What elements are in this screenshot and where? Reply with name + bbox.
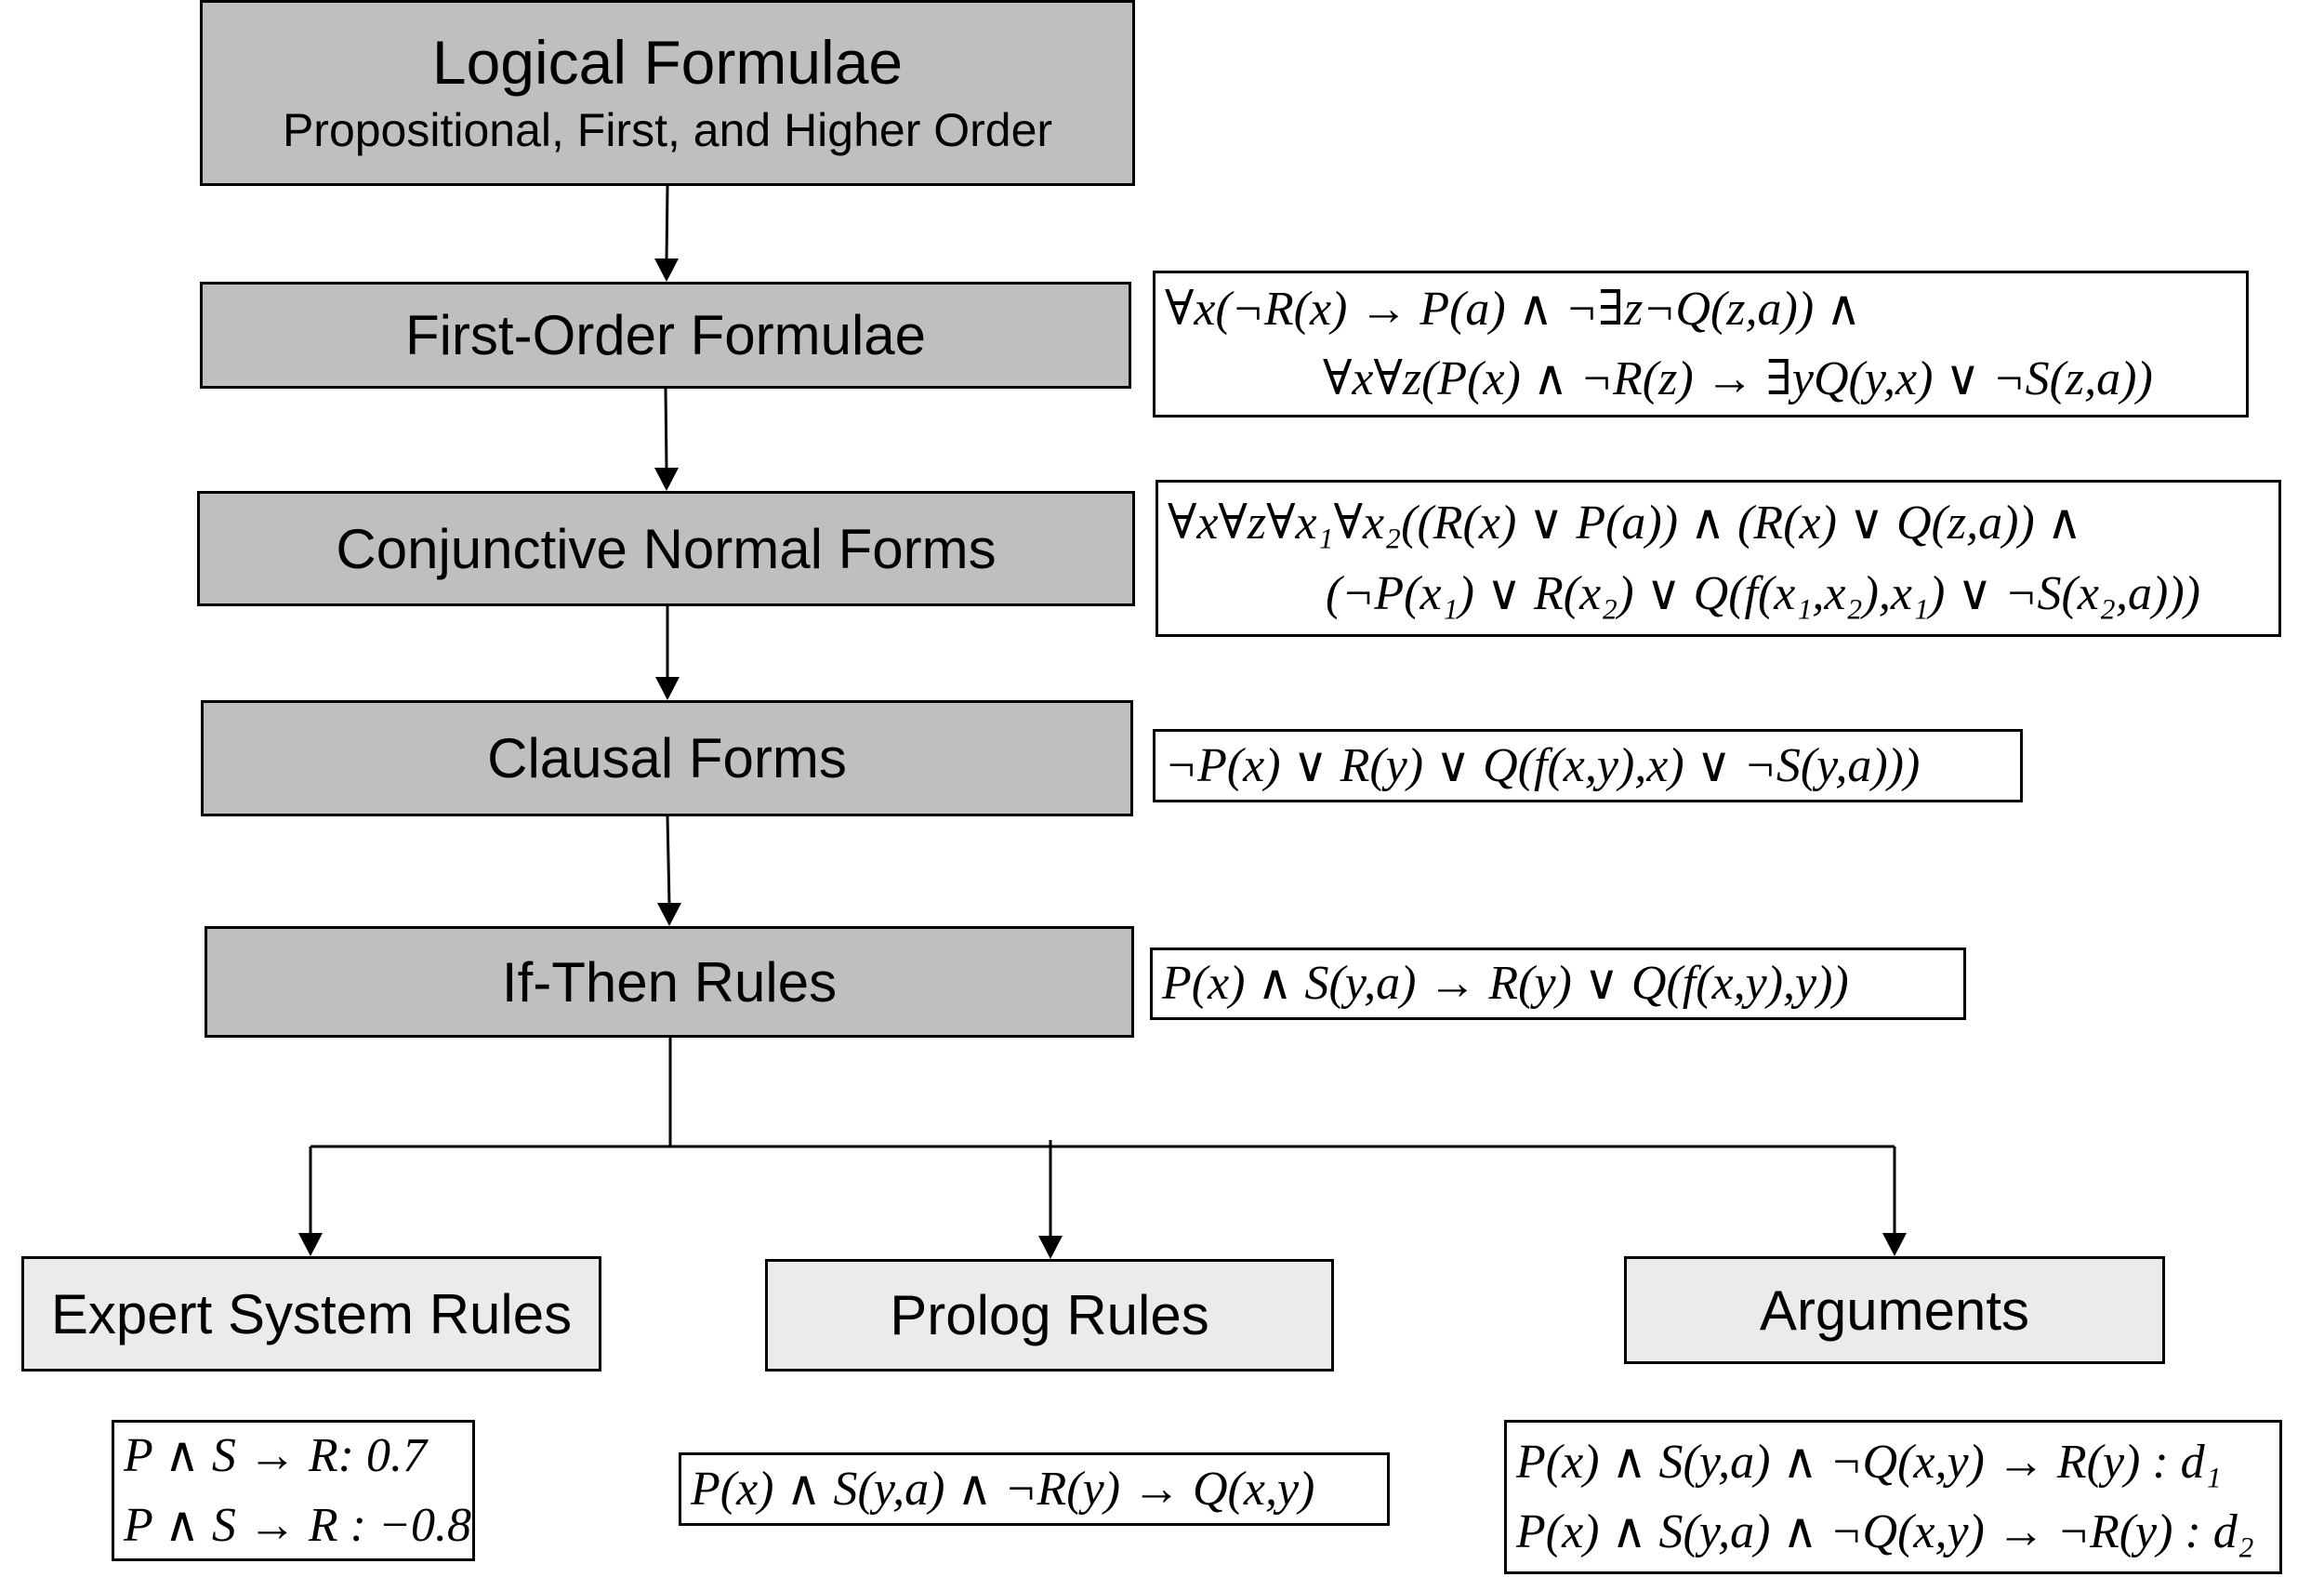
- arrowhead-first-order: [654, 258, 679, 282]
- node-if-then-label: If-Then Rules: [501, 950, 838, 1014]
- formula-prolog: P(x) ∧ S(y,a) ∧ ¬R(y) → Q(x,y): [679, 1452, 1390, 1526]
- formula-first-order: ∀x(¬R(x) → P(a) ∧ ¬∃z¬Q(z,a)) ∧ ∀x∀z(P(x…: [1153, 271, 2249, 417]
- node-clausal-forms: Clausal Forms: [201, 700, 1133, 816]
- formula-cnf-line2: (¬P(x₁) ∨ R(x₂) ∨ Q(f(x₁,x₂),x₁) ∨ ¬S(x₂…: [1326, 566, 2200, 620]
- formula-first-order-line2: ∀x∀z(P(x) ∧ ¬R(z) → ∃yQ(y,x) ∨ ¬S(z,a)): [1323, 352, 2153, 405]
- node-if-then-rules: If-Then Rules: [205, 926, 1134, 1038]
- formula-expert-system-line2: P ∧ S → R : −0.8: [124, 1499, 472, 1552]
- arrowhead-prolog: [1038, 1236, 1063, 1259]
- formula-prolog-line1: P(x) ∧ S(y,a) ∧ ¬R(y) → Q(x,y): [691, 1462, 1315, 1516]
- node-prolog-label: Prolog Rules: [890, 1284, 1209, 1346]
- formula-arguments-line1: P(x) ∧ S(y,a) ∧ ¬Q(x,y) → R(y) : d₁: [1516, 1435, 2222, 1489]
- arrowhead-if-then: [657, 903, 681, 926]
- formula-clausal-line1: ¬P(x) ∨ R(y) ∨ Q(f(x,y),x) ∨ ¬S(y,a))): [1165, 738, 1921, 792]
- formula-cnf: ∀x∀z∀x₁∀x₂((R(x) ∨ P(a)) ∧ (R(x) ∨ Q(z,a…: [1155, 480, 2281, 637]
- node-logical-formulae: Logical Formulae Propositional, First, a…: [200, 0, 1135, 186]
- node-cnf-label: Conjunctive Normal Forms: [336, 517, 997, 580]
- arrowhead-arguments: [1882, 1233, 1907, 1256]
- arrowhead-expert-system: [298, 1233, 323, 1256]
- node-logical-formulae-title: Logical Formulae: [431, 28, 904, 98]
- formula-clausal: ¬P(x) ∨ R(y) ∨ Q(f(x,y),x) ∨ ¬S(y,a))): [1153, 729, 2023, 802]
- formula-expert-system-line1: P ∧ S → R: 0.7: [124, 1428, 427, 1482]
- node-prolog-rules: Prolog Rules: [765, 1259, 1334, 1372]
- formula-if-then-line1: P(x) ∧ S(y,a) → R(y) ∨ Q(f(x,y),y)): [1162, 957, 1849, 1011]
- formula-cnf-line1: ∀x∀z∀x₁∀x₂((R(x) ∨ P(a)) ∧ (R(x) ∨ Q(z,a…: [1168, 497, 2082, 550]
- arrowhead-clausal: [655, 677, 680, 700]
- node-clausal-label: Clausal Forms: [487, 727, 847, 789]
- arrow-clausal-to-if-then: [666, 815, 671, 906]
- node-first-order-label: First-Order Formulae: [404, 304, 927, 366]
- formula-if-then: P(x) ∧ S(y,a) → R(y) ∨ Q(f(x,y),y)): [1150, 948, 1966, 1020]
- node-expert-system-label: Expert System Rules: [50, 1282, 573, 1345]
- formula-first-order-line1: ∀x(¬R(x) → P(a) ∧ ¬∃z¬Q(z,a)) ∧: [1165, 282, 1862, 336]
- formula-arguments-line2: P(x) ∧ S(y,a) ∧ ¬Q(x,y) → ¬R(y) : d₂: [1516, 1505, 2254, 1558]
- node-arguments-label: Arguments: [1759, 1279, 2030, 1342]
- formula-arguments: P(x) ∧ S(y,a) ∧ ¬Q(x,y) → R(y) : d₁ P(x)…: [1504, 1420, 2282, 1574]
- arrow-first-order-to-cnf: [664, 388, 668, 470]
- formula-expert-system: P ∧ S → R: 0.7 P ∧ S → R : −0.8: [112, 1420, 475, 1561]
- node-arguments: Arguments: [1624, 1256, 2165, 1364]
- node-conjunctive-normal-forms: Conjunctive Normal Forms: [197, 491, 1135, 606]
- node-expert-system-rules: Expert System Rules: [21, 1256, 601, 1372]
- node-first-order-formulae: First-Order Formulae: [200, 282, 1131, 389]
- arrowhead-cnf: [654, 468, 679, 491]
- node-logical-formulae-subtitle: Propositional, First, and Higher Order: [282, 104, 1053, 157]
